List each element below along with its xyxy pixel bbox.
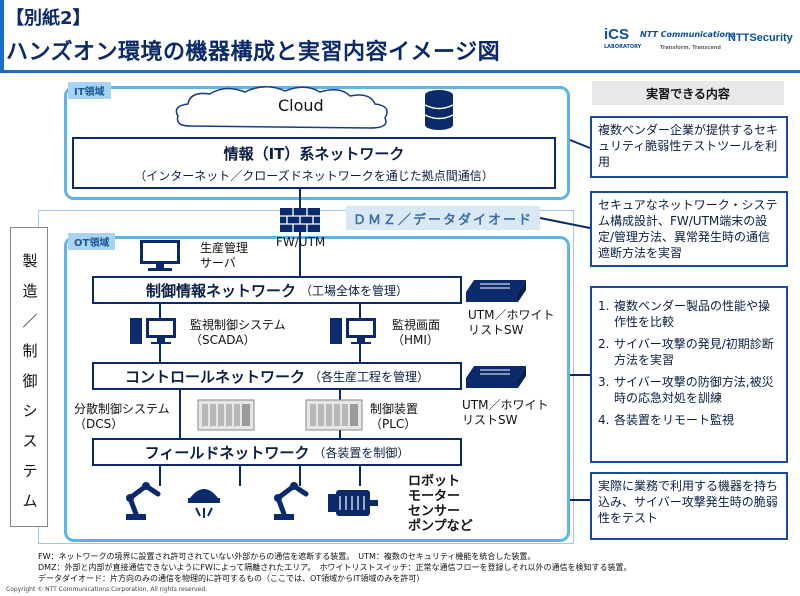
info-network-sub: （インターネット／クローズドネットワークを通じた拠点間通信） [134, 168, 494, 183]
practice-item: 1. 複数ベンダー製品の性能や操作性を比較 [598, 299, 771, 329]
vertical-char: ム [22, 492, 38, 510]
field-devices-list: ロボット モーター センサー ポンプなど [408, 474, 473, 534]
field-network-box: フィールドネットワーク （各装置を制御） [92, 438, 462, 466]
motor-icon [328, 490, 378, 516]
hmi-pc-icon [330, 318, 376, 344]
utm-switch-icon-1 [466, 280, 526, 302]
fw-utm-label: FW/UTM [276, 235, 326, 249]
dcs-label: 分散制御システム （DCS） [74, 402, 170, 431]
practice-content-heading: 実習できる内容 [592, 81, 784, 105]
ot-zone-tag: OT領域 [68, 233, 116, 250]
dmz-data-diode-bar: ＤＭＺ／データダイオード [346, 206, 540, 230]
pointer-r1 [569, 139, 591, 149]
info-network-box: 情報（IT）系ネットワーク （インターネット／クローズドネットワークを通じた拠点… [72, 137, 556, 189]
it-zone [64, 86, 570, 200]
manufacturing-control-system-label: 製 造 ／ 制 御 シ ス テ ム [10, 227, 48, 527]
control-network-box: コントロールネットワーク （各生産工程を管理） [92, 362, 462, 390]
footnote-data-diode: データダイオード：片方向のみの通信を物理的に許可するもの（ここでは、OT領域から… [38, 574, 425, 583]
control-info-network-box: 制御情報ネットワーク （工場全体を管理） [92, 276, 462, 304]
scada-label: 監視制御システム （SCADA） [190, 318, 286, 347]
control-network-title: コントロールネットワーク [124, 367, 305, 386]
vertical-char: 製 [22, 252, 38, 270]
dcs-rack-icon [197, 399, 255, 431]
header-tag: 【別紙2】 [6, 8, 91, 29]
header-accent-bar [0, 0, 4, 70]
control-info-network-title: 制御情報ネットワーク [145, 281, 296, 300]
plc-label: 制御装置 （PLC） [370, 402, 419, 431]
footnote-dmz-whitelist: DMZ：外部と内部が直接通信できないようにFWによって隔離されたエリア。 ホワイ… [38, 563, 632, 572]
hmi-label: 監視画面 （HMI） [392, 318, 441, 347]
server-pc-icon [140, 240, 180, 271]
footnote-fw-utm: FW：ネットワークの境界に設置され許可されていない外部からの通信を遮断する装置。… [38, 552, 536, 561]
ot-zone [64, 236, 570, 542]
field-network-title: フィールドネットワーク [144, 443, 310, 462]
vertical-char: シ [22, 402, 38, 420]
mgmt-server-label: 生産管理 サーバ [200, 241, 249, 270]
cloud-label: Cloud [278, 96, 324, 115]
robot-arm-icon [126, 482, 161, 520]
it-zone-tag: IT領域 [68, 82, 111, 99]
firewall-icon [280, 208, 320, 232]
sensor-icon [188, 489, 220, 518]
vertical-char: 御 [22, 372, 38, 390]
control-info-network-sub: （工場全体を管理） [300, 283, 409, 298]
ics-logo-sub: LABORATORY [604, 44, 642, 50]
copyright: Copyright © NTT Communications Corporati… [6, 586, 208, 593]
plc-rack-icon [305, 399, 363, 431]
vertical-char: ／ [22, 312, 38, 330]
ntt-com-logo-sub: Transform. Transcend [660, 45, 721, 51]
practice-item: 3. サイバー攻撃の防御方法,被災時の応急対処を訓練 [598, 375, 774, 405]
info-network-title: 情報（IT）系ネットワーク [223, 144, 405, 163]
practice-box-bring-device: 実際に業務で利用する機器を持ち込み、サイバー攻撃発生時の脆弱性をテスト [590, 472, 788, 540]
vertical-char: 造 [22, 282, 38, 300]
vertical-char: ス [22, 432, 38, 450]
cloud-icon [175, 86, 454, 130]
ntt-security-logo: NTTSecurity [728, 32, 793, 44]
practice-box-secure-design: セキュアなネットワーク・システム構成設計、FW/UTM端末の設定/管理方法、異常… [590, 191, 788, 267]
vertical-char: 制 [22, 342, 38, 360]
practice-item: 2. サイバー攻撃の発見/初期診断方法を実習 [598, 337, 774, 367]
scada-pc-icon [130, 318, 176, 344]
utm-switch-label-1: UTM／ホワイト リストSW [468, 308, 555, 337]
control-network-sub: （各生産工程を管理） [309, 369, 430, 384]
vertical-char: テ [22, 462, 38, 480]
page-title: ハンズオン環境の機器構成と実習内容イメージ図 [6, 40, 501, 65]
pointer-r2 [539, 217, 591, 229]
ntt-com-logo: NTT Communications [640, 30, 736, 39]
practice-box-vuln-tools: 複数ベンダー企業が提供するセキュリティ脆弱性テストツールを利用 [590, 116, 788, 178]
header-rule [0, 70, 800, 73]
robot-arm-icon-2 [274, 482, 309, 520]
practice-item: 4. 各装置をリモート監視 [598, 413, 735, 427]
field-network-sub: （各装置を制御） [313, 445, 410, 460]
ics-logo: iCS [604, 26, 630, 43]
utm-switch-label-2: UTM／ホワイト リストSW [462, 398, 549, 427]
utm-switch-icon-2 [466, 366, 526, 388]
practice-box-ot-list: 1. 複数ベンダー製品の性能や操作性を比較 2. サイバー攻撃の発見/初期診断方… [590, 286, 788, 463]
